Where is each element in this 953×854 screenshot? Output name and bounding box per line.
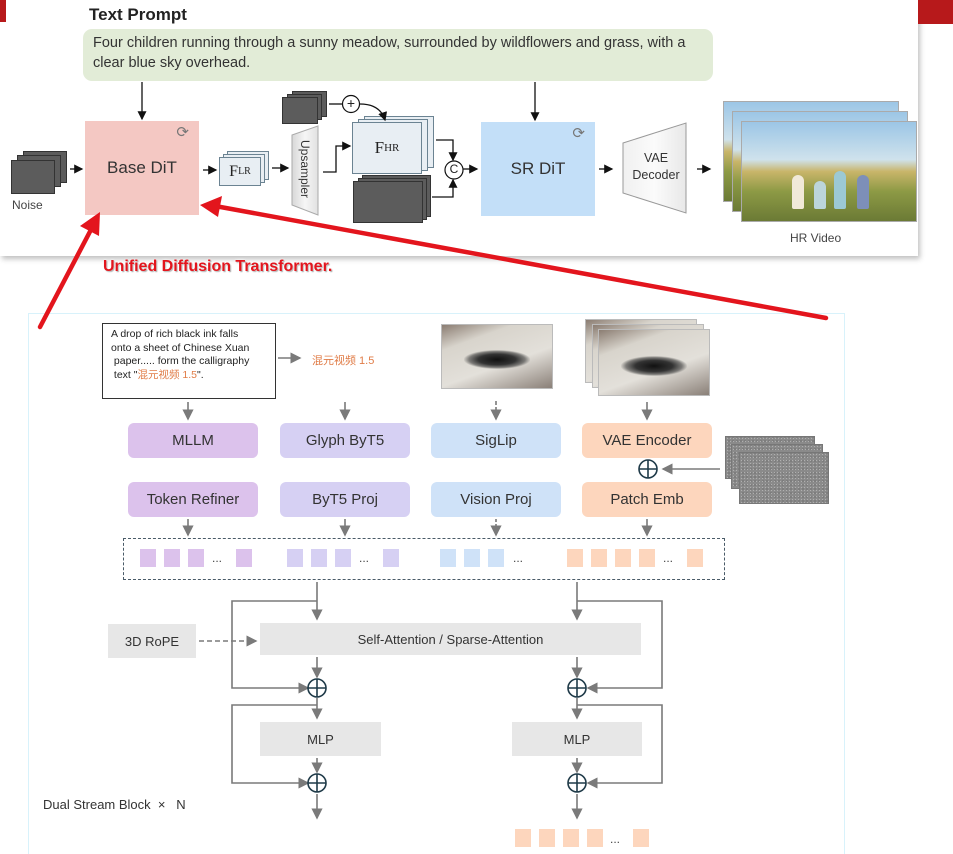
token bbox=[188, 549, 204, 567]
caption-line-4-suffix: ". bbox=[197, 368, 204, 381]
concat-circle-icon bbox=[444, 160, 464, 180]
vae-decoder-label: VAE Decoder bbox=[624, 150, 688, 184]
token bbox=[140, 549, 156, 567]
sr-dit-label: SR DiT bbox=[510, 159, 566, 178]
f-hr-label: F bbox=[374, 138, 385, 157]
token bbox=[464, 549, 480, 567]
token bbox=[591, 549, 607, 567]
output-token bbox=[515, 829, 531, 847]
f-lr-subscript: LR bbox=[238, 166, 251, 177]
red-tab-right bbox=[918, 0, 953, 24]
hr-video-stack bbox=[723, 101, 923, 223]
noise-stack-small-icon bbox=[282, 91, 328, 125]
add-symbol: + bbox=[346, 95, 356, 111]
caption-chinese-text: 混元视频 1.5 bbox=[137, 368, 198, 381]
attention-block: Self-Attention / Sparse-Attention bbox=[260, 623, 641, 655]
siglip-block: SigLip bbox=[431, 423, 561, 458]
token bbox=[615, 549, 631, 567]
sr-dit-block: SR DiT ⟳ bbox=[481, 122, 595, 216]
glyph-text: 混元视频 1.5 bbox=[312, 355, 375, 367]
ellipsis: ... bbox=[212, 551, 223, 565]
noise-label: Noise bbox=[12, 198, 43, 212]
output-token bbox=[587, 829, 603, 847]
noise-frame-front bbox=[739, 452, 829, 504]
patch-emb-block: Patch Emb bbox=[582, 482, 712, 517]
token bbox=[488, 549, 504, 567]
token bbox=[164, 549, 180, 567]
red-tab-left bbox=[0, 0, 6, 22]
noise-stack-icon bbox=[11, 151, 67, 195]
token bbox=[687, 549, 703, 567]
glyph-byt5-block: Glyph ByT5 bbox=[280, 423, 410, 458]
byt5-proj-block: ByT5 Proj bbox=[280, 482, 410, 517]
ellipsis: ... bbox=[513, 551, 524, 565]
concat-symbol: C bbox=[449, 162, 459, 176]
ink-image bbox=[441, 324, 553, 389]
mllm-block: MLLM bbox=[128, 423, 258, 458]
token bbox=[335, 549, 351, 567]
top-connectors bbox=[70, 82, 712, 198]
caption-scroll-box: A drop of rich black ink falls onto a sh… bbox=[102, 323, 276, 399]
refresh-icon: ⟳ bbox=[572, 125, 585, 142]
caption-line-3: paper..... form the calligraphy bbox=[111, 355, 250, 367]
unified-diffusion-transformer-label: Unified Diffusion Transformer. bbox=[103, 258, 333, 275]
ellipsis: ... bbox=[663, 551, 674, 565]
token-refiner-block: Token Refiner bbox=[128, 482, 258, 517]
output-token bbox=[539, 829, 555, 847]
vae-decoder-label-line1: VAE bbox=[643, 151, 669, 165]
3d-rope-block: 3D RoPE bbox=[108, 624, 196, 658]
caption-line-4: text "混元视频 1.5". bbox=[111, 369, 267, 383]
mlp-block-right: MLP bbox=[512, 722, 642, 756]
dual-stream-block-label: Dual Stream Block × N bbox=[43, 797, 186, 812]
output-token bbox=[633, 829, 649, 847]
token bbox=[287, 549, 303, 567]
token bbox=[639, 549, 655, 567]
ink-video-frame-front bbox=[598, 329, 710, 396]
f-lr-label: F bbox=[229, 162, 239, 180]
vae-decoder-label-line2: Decoder bbox=[632, 168, 680, 182]
caption-line-4-prefix: text " bbox=[111, 368, 138, 381]
base-dit-block: Base DiT ⟳ bbox=[85, 121, 199, 215]
token bbox=[311, 549, 327, 567]
vae-encoder-block: VAE Encoder bbox=[582, 423, 712, 458]
f-hr-subscript: HR bbox=[384, 142, 400, 154]
token bbox=[567, 549, 583, 567]
add-circle-icon bbox=[341, 94, 361, 114]
text-prompt-box: Four children running through a sunny me… bbox=[83, 29, 713, 81]
refresh-icon: ⟳ bbox=[176, 124, 189, 141]
caption-line-2: onto a sheet of Chinese Xuan bbox=[111, 341, 250, 354]
token bbox=[383, 549, 399, 567]
token bbox=[236, 549, 252, 567]
output-token bbox=[563, 829, 579, 847]
base-dit-label: Base DiT bbox=[107, 158, 177, 177]
mlp-block-left: MLP bbox=[260, 722, 381, 756]
ellipsis: ... bbox=[359, 551, 370, 565]
text-prompt-title: Text Prompt bbox=[89, 5, 187, 24]
vision-proj-block: Vision Proj bbox=[431, 482, 561, 517]
ellipsis: ... bbox=[610, 832, 621, 846]
token-sequence-container bbox=[123, 538, 725, 580]
token bbox=[440, 549, 456, 567]
caption-line-1: A drop of rich black ink falls bbox=[111, 328, 239, 340]
